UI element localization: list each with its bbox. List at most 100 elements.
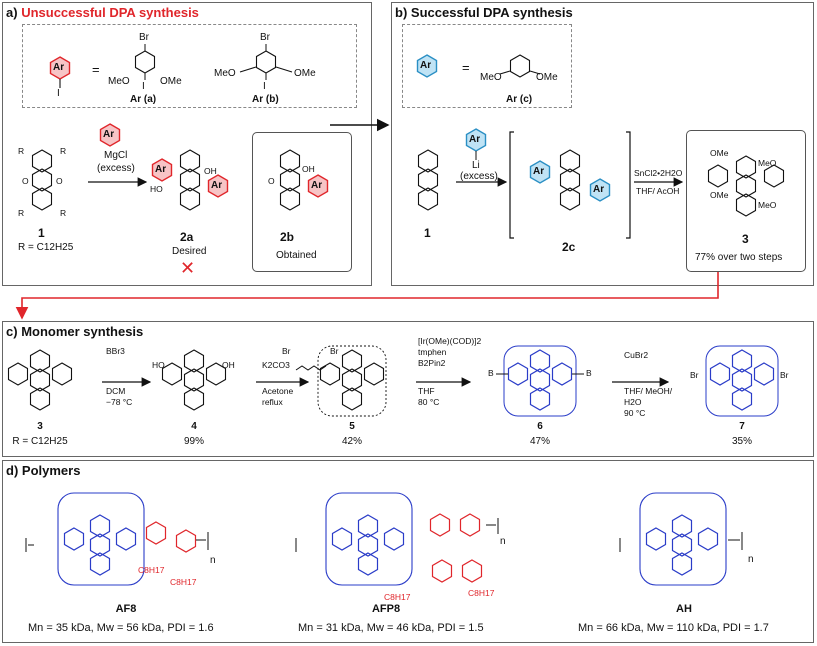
afp8-c8h17-2: C8H17	[468, 588, 495, 598]
ar-c-name: Ar (c)	[506, 94, 533, 105]
polymer-af8-props: Mn = 35 kDa, Mw = 56 kDa, PDI = 1.6	[28, 622, 214, 634]
desired-label: Desired	[172, 246, 207, 257]
2a-ho: HO	[150, 184, 163, 194]
equals-a: =	[92, 62, 100, 77]
polymer-afp8-name: AFP8	[371, 603, 401, 615]
step4-l1: CuBr2	[624, 350, 649, 360]
step4-l4: 90 °C	[624, 408, 646, 418]
step2-l3: K2CO3	[262, 360, 290, 370]
ar-b-ome: OMe	[294, 68, 316, 79]
af8-c8h17-1: C8H17	[138, 565, 165, 575]
2b-o: O	[268, 176, 275, 186]
3-meo-tr: MeO	[758, 158, 777, 168]
ar-a-br: Br	[139, 32, 149, 43]
ar-b-br: Br	[260, 32, 270, 43]
monomer-6-yield: 47%	[529, 436, 550, 447]
panel-a-aryl-box	[22, 24, 357, 108]
compound-3-label-b: 3	[742, 232, 749, 246]
af8-c8h17-2: C8H17	[170, 577, 197, 587]
reagent-ar-b: Ar	[469, 134, 481, 145]
cmpd1-r4: R	[60, 208, 67, 218]
r-definition-a: R = C12H25	[18, 242, 74, 253]
cmpd1-r2: R	[60, 146, 67, 156]
3-ome-tl: OMe	[710, 148, 729, 158]
step3-l5: 80 °C	[418, 397, 440, 407]
reagent-b-2: (excess)	[460, 171, 498, 182]
compound-1-label-a: 1	[38, 226, 45, 240]
step1-l1: BBr3	[106, 346, 125, 356]
2a-ar2: Ar	[211, 180, 223, 191]
step2-br2: Br	[330, 346, 339, 356]
monomer-5-yield: 42%	[341, 436, 362, 447]
2c-ar1: Ar	[533, 166, 545, 177]
ar-c-ome: OMe	[536, 72, 558, 83]
compound-2b-box	[252, 132, 352, 272]
cmpd1-r3: R	[18, 208, 25, 218]
step1-l2: DCM	[106, 386, 126, 396]
panel-b-title: b) Successful DPA synthesis	[395, 5, 573, 20]
afp8-n: n	[500, 536, 506, 547]
monomer-7-yield: 35%	[731, 436, 752, 447]
7-br-left: Br	[690, 370, 699, 380]
yield-3-label: 77% over two steps	[695, 252, 783, 263]
ah-n: n	[748, 554, 754, 565]
step3-l4: THF	[418, 386, 435, 396]
monomer-4-yield: 99%	[183, 436, 204, 447]
2b-oh: OH	[302, 164, 315, 174]
ar-c-meo: MeO	[480, 72, 502, 83]
reagent-ar-a: Ar	[103, 129, 115, 140]
cmpd1-o2: O	[56, 176, 63, 186]
ar-a-i: I	[142, 81, 145, 92]
monomer-5-id: 5	[349, 421, 355, 432]
ar-a-meo: MeO	[108, 76, 130, 87]
monomer-3-id: 3	[37, 421, 43, 432]
cmpd1-o1: O	[22, 176, 29, 186]
ar-b-name: Ar (b)	[252, 94, 279, 105]
step1-l3: −78 °C	[106, 397, 133, 407]
step4-l2: THF/ MeOH/	[624, 386, 673, 396]
2c-ar2: Ar	[593, 184, 605, 195]
panel-a-title: a) Unsuccessful DPA synthesis	[6, 5, 199, 20]
af8-n: n	[210, 555, 216, 566]
ar-b-i: I	[263, 81, 266, 92]
4-ho: HO	[152, 360, 165, 370]
monomer-7-id: 7	[739, 421, 745, 432]
obtained-label: Obtained	[276, 250, 317, 261]
polymer-afp8-props: Mn = 31 kDa, Mw = 46 kDa, PDI = 1.5	[298, 622, 484, 634]
ar-b-meo: MeO	[214, 68, 236, 79]
3-meo-br: MeO	[758, 200, 777, 210]
monomer-3-note: R = C12H25	[12, 436, 68, 447]
ar-a-ome: OMe	[160, 76, 182, 87]
cmpd1-r1: R	[18, 146, 25, 156]
compound-2b-label: 2b	[280, 230, 295, 244]
reagent-a-2: (excess)	[97, 163, 135, 174]
compound-2a-label: 2a	[180, 230, 194, 244]
step4-l3: H2O	[624, 397, 642, 407]
panel-a	[2, 2, 372, 286]
panel-b-aryl-box	[402, 24, 572, 108]
panel-b	[391, 2, 814, 286]
step2-l5: reflux	[262, 397, 283, 407]
ar-badge-a: Ar	[53, 62, 65, 73]
6-b-right: B	[586, 368, 592, 378]
6-b-left: B	[488, 368, 494, 378]
equals-b: =	[462, 60, 470, 75]
step3-l3: B2Pin2	[418, 358, 446, 368]
panel-d	[2, 460, 814, 643]
polymer-af8-name: AF8	[115, 603, 137, 615]
4-oh: OH	[222, 360, 235, 370]
monomer-4-id: 4	[191, 421, 197, 432]
2a-oh: OH	[204, 166, 217, 176]
desired-cross: ✕	[180, 258, 196, 278]
panel-c	[2, 321, 814, 457]
monomer-6-id: 6	[537, 421, 543, 432]
reagent-b-1: Li	[472, 160, 480, 171]
reagent-a-1: MgCl	[104, 150, 128, 161]
compound-2c-label: 2c	[562, 240, 576, 254]
cond-b-2: THF/ AcOH	[636, 186, 680, 196]
3-ome-bl: OMe	[710, 190, 729, 200]
afp8-c8h17-1: C8H17	[384, 592, 411, 602]
panel-d-title: d) Polymers	[6, 463, 81, 478]
ar-iodo-label: I	[57, 88, 60, 99]
7-br-right: Br	[780, 370, 789, 380]
